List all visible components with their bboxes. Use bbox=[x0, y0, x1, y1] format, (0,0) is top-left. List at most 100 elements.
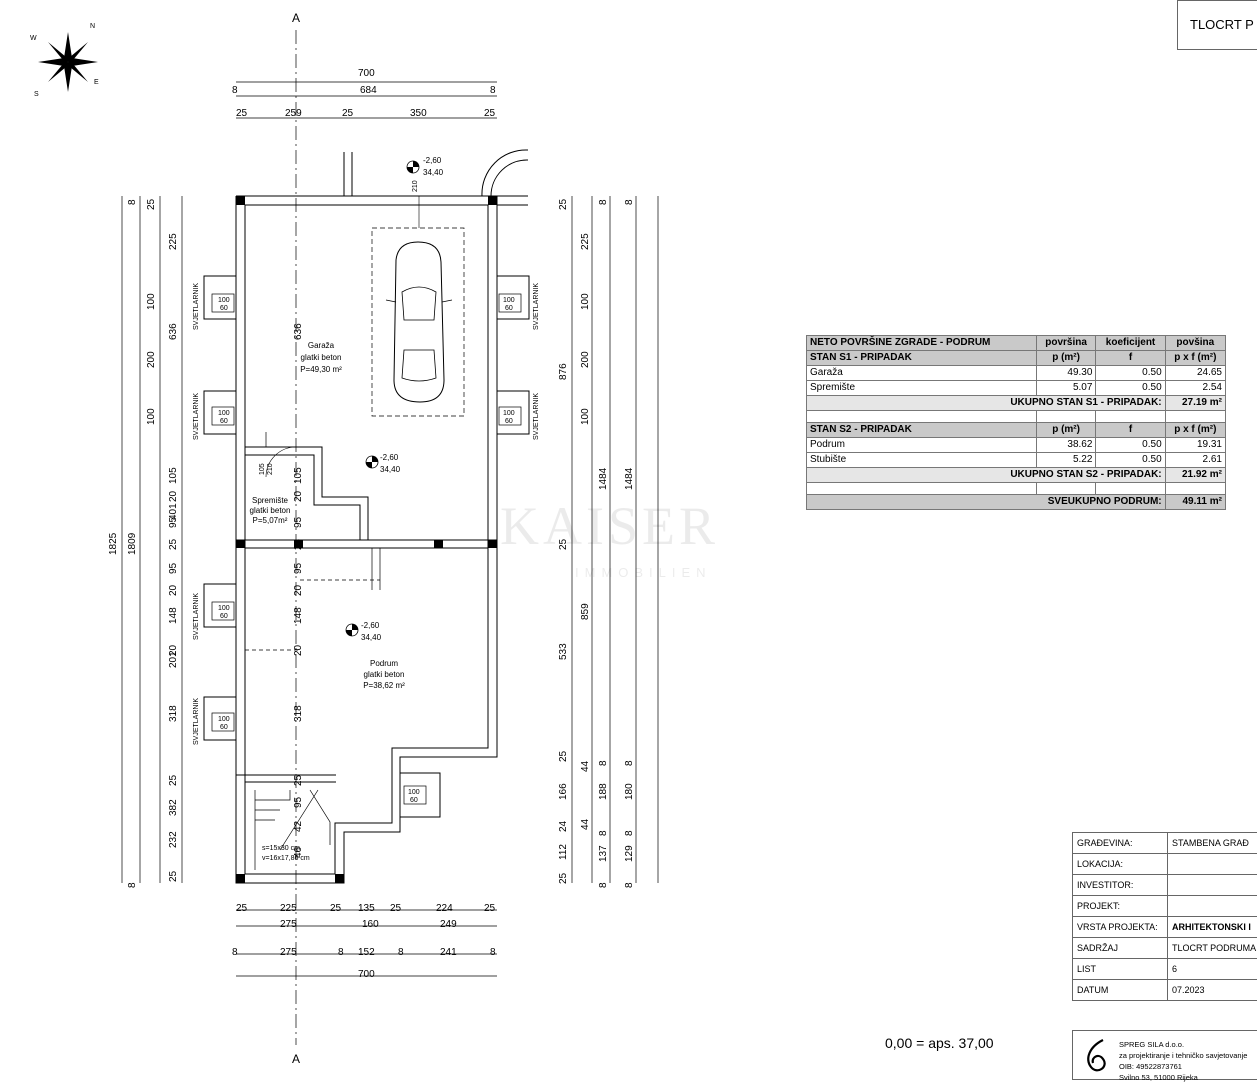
dim-right-seg: 166 bbox=[558, 783, 569, 800]
company-logo-icon bbox=[1081, 1037, 1113, 1075]
dim-right-seg: 200 bbox=[580, 351, 591, 368]
info-value: 07.2023 bbox=[1168, 980, 1257, 1001]
dim-inner: 95 bbox=[293, 516, 304, 528]
reference-level: 0,00 = aps. 37,00 bbox=[885, 1035, 994, 1051]
dim-left-seg: 105 bbox=[168, 467, 179, 484]
area-table-header: NETO POVRŠINE ZGRADE - PODRUM površina k… bbox=[807, 336, 1226, 351]
dim-left-seg: 232 bbox=[168, 831, 179, 848]
dim-top-seg: 350 bbox=[410, 108, 427, 119]
dim-inner: 20 bbox=[293, 584, 304, 596]
dim-right-seg: 24 bbox=[558, 820, 569, 832]
level-alt: 34,40 bbox=[423, 168, 444, 177]
grand-total-cell: 49.11 m² bbox=[1165, 495, 1225, 510]
s2-total-value: 21.92 bbox=[1182, 469, 1207, 480]
info-value bbox=[1168, 896, 1257, 917]
dim-right-seg: 25 bbox=[558, 198, 569, 210]
skylight-dim: 60 bbox=[220, 418, 228, 425]
dim-right-b: 1484 bbox=[624, 467, 635, 490]
dim-right-end: 8 bbox=[598, 882, 609, 888]
dim-top-inner: 684 bbox=[360, 85, 377, 96]
row-name: Garaža bbox=[807, 366, 1037, 381]
dim-left-seg: 318 bbox=[168, 705, 179, 722]
row-name: Spremište bbox=[807, 381, 1037, 396]
table-row: PROJEKT: bbox=[1073, 896, 1257, 917]
level-alt: 34,40 bbox=[380, 465, 401, 474]
dim-left-seg: 95 bbox=[168, 516, 179, 528]
s1-title: STAN S1 - PRIPADAK bbox=[807, 351, 1037, 366]
compass-rose-icon: N E S W bbox=[30, 23, 99, 98]
row-pf: 2.61 bbox=[1165, 453, 1225, 468]
room-name: Podrum bbox=[370, 659, 398, 668]
dim-left-seg: 25 bbox=[168, 774, 179, 786]
dim-inner: 20 bbox=[293, 490, 304, 502]
compass-n: N bbox=[90, 23, 95, 30]
dim-inner: 318 bbox=[293, 705, 304, 722]
skylight-label: SVJETLARNIK bbox=[533, 393, 540, 440]
info-key: DATUM bbox=[1073, 980, 1168, 1001]
dim-bottom-r3: 8 bbox=[338, 947, 344, 958]
header-col: koeficijent bbox=[1096, 336, 1165, 351]
skylight-label: SVJETLARNIK bbox=[193, 393, 200, 440]
info-key: PROJEKT: bbox=[1073, 896, 1168, 917]
company-address: Svilno 53, 51000 Rijeka bbox=[1119, 1072, 1247, 1083]
dim-right-i: 129 bbox=[624, 845, 635, 862]
left-dimensions: 1825 1809 8 8 636 401 201 382 25 225 100… bbox=[108, 196, 182, 888]
row-f: 0.50 bbox=[1096, 381, 1165, 396]
floor-plan: N E S W A A 700 684 8 8 25 259 25 350 25 bbox=[0, 0, 800, 1080]
dim-right-seg: 25 bbox=[558, 872, 569, 884]
table-row: Stubište 5.22 0.50 2.61 bbox=[807, 453, 1226, 468]
dim-left-seg: 20 bbox=[168, 644, 179, 656]
level-value: -2,60 bbox=[380, 453, 399, 462]
skylight-label: SVJETLARNIK bbox=[193, 283, 200, 330]
dim-left-a: 636 bbox=[168, 323, 179, 340]
skylight-dim: 60 bbox=[505, 418, 513, 425]
room-area: P=38,62 m² bbox=[363, 681, 405, 690]
dim-top-end-right: 8 bbox=[490, 85, 496, 96]
unit: m² bbox=[1210, 469, 1222, 480]
dim-left-seg: 25 bbox=[168, 538, 179, 550]
table-row: GRAĐEVINA:STAMBENA GRAĐ bbox=[1073, 833, 1257, 854]
table-row: Podrum 38.62 0.50 19.31 bbox=[807, 438, 1226, 453]
bottom-dimensions: 25 225 25 135 25 224 25 275 160 249 8 27… bbox=[232, 903, 497, 980]
row-p: 5.07 bbox=[1036, 381, 1096, 396]
dim-left-seg: 25 bbox=[146, 198, 157, 210]
dim-bottom-r3: 8 bbox=[232, 947, 238, 958]
skylight-dim: 100 bbox=[503, 410, 515, 417]
info-value bbox=[1168, 854, 1257, 875]
unit: m² bbox=[1210, 397, 1222, 408]
col-label: f bbox=[1096, 423, 1165, 438]
dim-right-e: 533 bbox=[558, 643, 569, 660]
info-key: INVESTITOR: bbox=[1073, 875, 1168, 896]
dim-left-seg: 20 bbox=[168, 584, 179, 596]
level-marker-basement: -2,60 34,40 bbox=[346, 621, 382, 642]
dim-right-seg: 44 bbox=[580, 760, 591, 772]
door-dim: 105 bbox=[259, 463, 266, 475]
dim-bottom-r3: 275 bbox=[280, 947, 297, 958]
info-key: LOKACIJA: bbox=[1073, 854, 1168, 875]
dim-right-seg: 44 bbox=[580, 818, 591, 830]
grand-total-value: 49.11 bbox=[1183, 496, 1207, 507]
dim-bottom-r1: 25 bbox=[330, 903, 342, 914]
dim-inner: 42 bbox=[293, 820, 304, 832]
dim-top-seg: 259 bbox=[285, 108, 302, 119]
dim-right-end: 8 bbox=[624, 199, 635, 205]
dim-inner: 148 bbox=[293, 607, 304, 624]
s1-total-row: UKUPNO STAN S1 - PRIPADAK: 27.19 m² bbox=[807, 396, 1226, 411]
car-icon bbox=[372, 196, 464, 416]
row-name: Stubište bbox=[807, 453, 1037, 468]
room-finish: glatki beton bbox=[364, 670, 405, 679]
s1-total-label: UKUPNO STAN S1 - PRIPADAK: bbox=[807, 396, 1166, 411]
company-oib: OIB: 49522873761 bbox=[1119, 1061, 1247, 1072]
info-key: SADRŽAJ bbox=[1073, 938, 1168, 959]
col-label: p x f (m²) bbox=[1165, 351, 1225, 366]
dim-right-end: 8 bbox=[624, 830, 635, 836]
skylight-dim: 60 bbox=[220, 613, 228, 620]
s1-title-row: STAN S1 - PRIPADAK p (m²) f p x f (m²) bbox=[807, 351, 1226, 366]
skylight-dim: 100 bbox=[503, 297, 515, 304]
dim-left-end: 8 bbox=[127, 882, 138, 888]
room-name: Garaža bbox=[308, 341, 335, 350]
dim-inner: 95 bbox=[293, 796, 304, 808]
room-area: P=49,30 m² bbox=[300, 365, 342, 374]
top-dimensions: 700 684 8 8 25 259 25 350 25 bbox=[232, 68, 497, 119]
